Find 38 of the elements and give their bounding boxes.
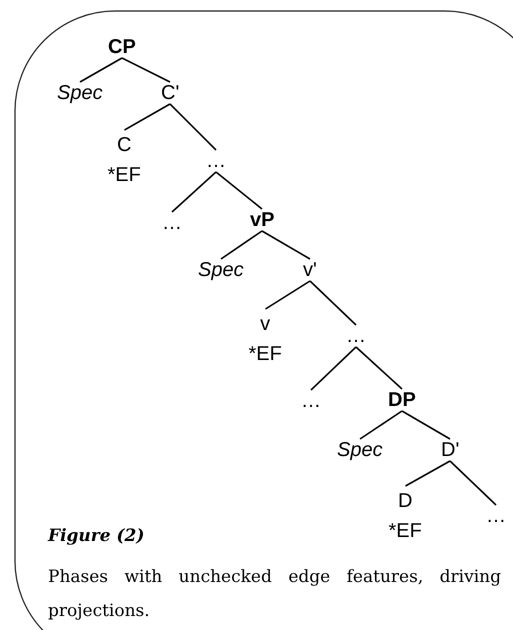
- tree-branch: [402, 410, 450, 440]
- tree-branch: [169, 103, 217, 151]
- tree-label: Spec: [198, 259, 244, 281]
- tree-label: C': [161, 82, 180, 104]
- feature-label: *EF: [248, 342, 282, 367]
- tree-branch: [360, 410, 402, 440]
- tree-label: v': [303, 259, 317, 281]
- tree-label: C: [116, 133, 132, 158]
- feature-label: *EF: [108, 163, 141, 188]
- tree-branch: [216, 171, 262, 210]
- tree-branch: [310, 346, 357, 391]
- tree-label: …: [162, 212, 182, 234]
- tree-label: D: [396, 489, 414, 514]
- tree-branch: [262, 230, 310, 260]
- tree-label: …: [486, 505, 506, 527]
- tree-branch: [124, 103, 170, 131]
- tree-label: D': [441, 439, 460, 461]
- tree-label: vP: [250, 209, 274, 231]
- tree-branch: [449, 460, 497, 506]
- tree-label: …: [346, 325, 366, 347]
- tree-label: …: [301, 390, 321, 412]
- figure-caption: Phases with unchecked edge features, driving projections.: [48, 566, 501, 623]
- feature-label: *EF: [388, 519, 422, 544]
- tree-label: DP: [388, 389, 416, 411]
- tree-branch: [405, 460, 450, 487]
- tree-branch: [122, 57, 170, 83]
- tree-branch: [80, 57, 122, 83]
- tree-branch: [171, 171, 217, 213]
- tree-label: CP: [108, 36, 136, 58]
- tree-branch: [265, 280, 310, 310]
- tree-branch: [355, 346, 403, 390]
- tree-label: Spec: [57, 82, 103, 104]
- tree-label: v: [259, 312, 272, 337]
- tree-label: Spec: [337, 439, 383, 461]
- tree-branch: [220, 230, 262, 260]
- tree-label: …: [206, 150, 226, 172]
- tree-branch: [309, 280, 357, 326]
- figure-number: Figure (2): [48, 526, 144, 546]
